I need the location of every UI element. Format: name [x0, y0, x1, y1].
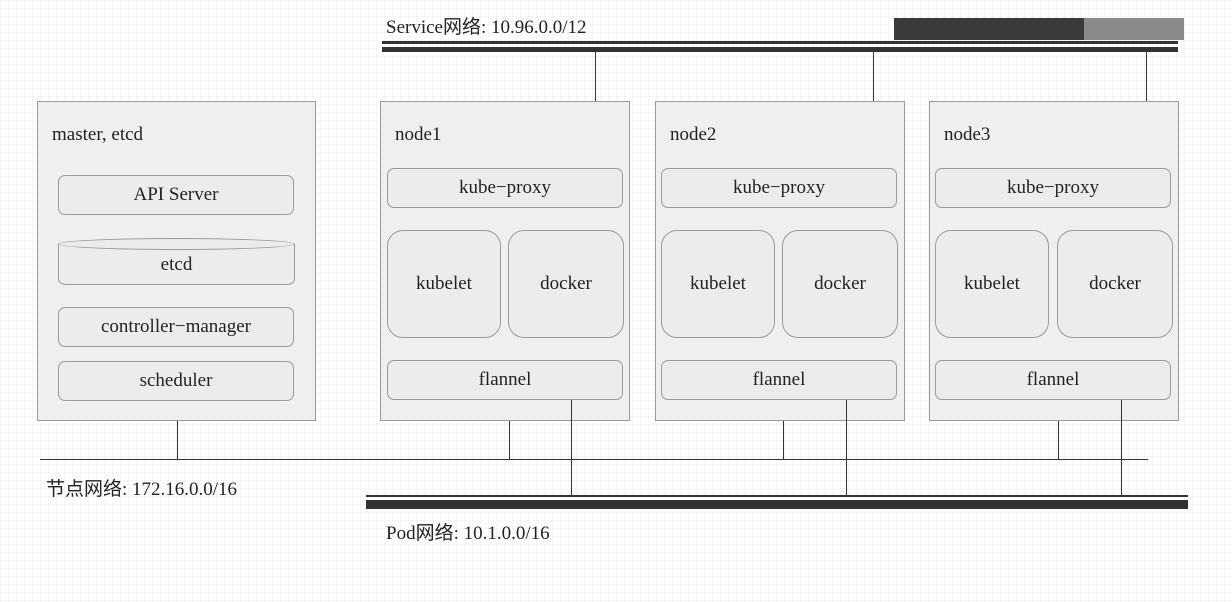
node1-docker[interactable]: docker — [508, 230, 624, 338]
service-network-line — [382, 41, 1178, 44]
node-network-line — [40, 459, 1148, 460]
node-link-master — [177, 421, 178, 459]
etcd-cylinder[interactable]: etcd — [58, 238, 295, 285]
scheduler[interactable]: scheduler — [58, 361, 294, 401]
node3-title: node3 — [944, 124, 991, 145]
node1-kubelet[interactable]: kubelet — [387, 230, 501, 338]
pod-network-label: Pod网络: 10.1.0.0/16 — [386, 523, 550, 544]
node3-flannel[interactable]: flannel — [935, 360, 1171, 400]
pod-network-line — [366, 495, 1188, 497]
node2-title: node2 — [670, 124, 717, 145]
node1-flannel[interactable]: flannel — [387, 360, 623, 400]
node-network-label: 节点网络: 172.16.0.0/16 — [46, 479, 238, 500]
controller-manager[interactable]: controller−manager — [58, 307, 294, 347]
pod-link-node1 — [571, 400, 572, 496]
api-server[interactable]: API Server — [58, 175, 294, 215]
node2-kubelet[interactable]: kubelet — [661, 230, 775, 338]
service-network-bar-dark — [894, 18, 1084, 40]
etcd-label: etcd — [58, 244, 295, 285]
etcd-cylinder-top — [58, 238, 295, 250]
node1-kube-proxy[interactable]: kube−proxy — [387, 168, 623, 208]
node-link-node2 — [783, 421, 784, 459]
master-title: master, etcd — [52, 124, 144, 145]
node3-kubelet[interactable]: kubelet — [935, 230, 1049, 338]
service-network-bar-gray — [1084, 18, 1184, 40]
pod-link-node2 — [846, 400, 847, 496]
node2-docker[interactable]: docker — [782, 230, 898, 338]
node-link-node3 — [1058, 421, 1059, 459]
node3-docker[interactable]: docker — [1057, 230, 1173, 338]
pod-link-node3 — [1121, 400, 1122, 496]
service-network-label: Service网络: 10.96.0.0/12 — [386, 17, 587, 38]
node-link-node1 — [509, 421, 510, 459]
pod-network-line-lower — [366, 500, 1188, 509]
node3-kube-proxy[interactable]: kube−proxy — [935, 168, 1171, 208]
node1-title: node1 — [395, 124, 442, 145]
service-network-line-lower — [382, 47, 1178, 52]
node2-kube-proxy[interactable]: kube−proxy — [661, 168, 897, 208]
node2-flannel[interactable]: flannel — [661, 360, 897, 400]
